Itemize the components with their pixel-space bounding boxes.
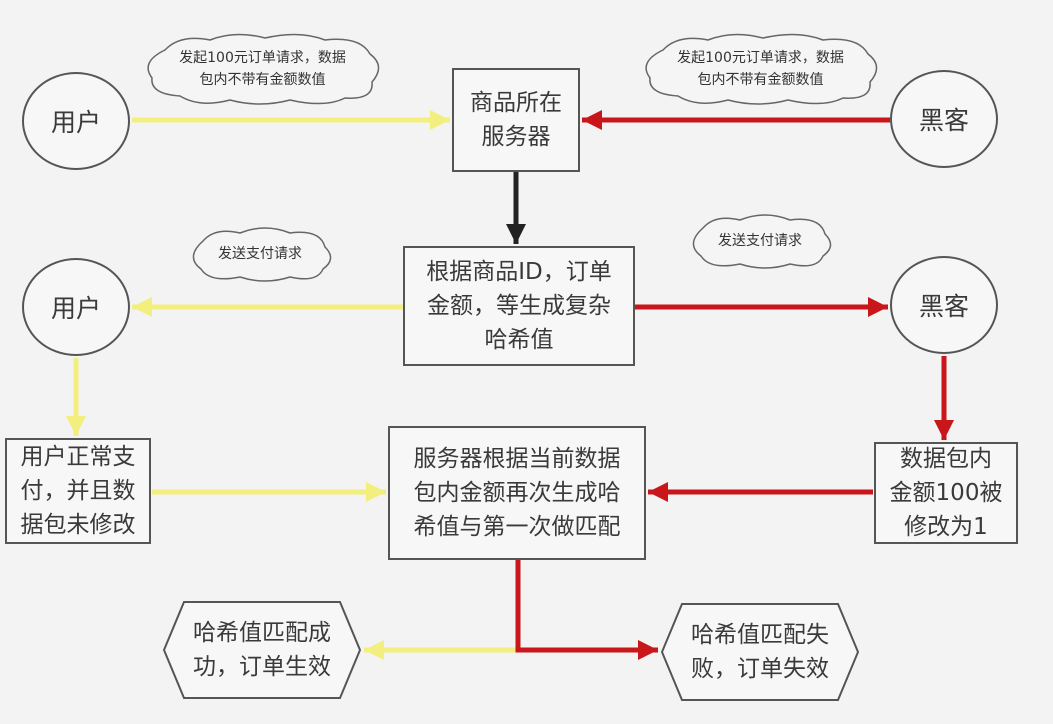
cloud-hacker-request: 发起100元订单请求，数据 包内不带有金额数值 (638, 32, 883, 106)
hacker-mid-label: 黑客 (918, 292, 969, 321)
arrow-hacker-to-modify (934, 356, 954, 440)
user-mid-label: 用户 (50, 294, 101, 323)
arrow-hacker-to-server (582, 110, 890, 130)
hacker-top-node: 黑客 (890, 70, 998, 168)
arrow-check-to-success-line (364, 560, 521, 653)
user-pay-label: 用户正常支 付，并且数 据包未修改 (20, 444, 136, 538)
hash-generation-box: 根据商品ID，订单 金额，等生成复杂 哈希值 (403, 246, 635, 366)
arrow-user-to-pay (66, 358, 86, 436)
hacker-modify-box: 数据包内 金额100被 修改为1 (874, 442, 1018, 544)
server-label: 商品所在 服务器 (470, 90, 562, 150)
arrow-hash-to-hacker (635, 297, 888, 317)
arrow-pay-to-check (152, 482, 386, 502)
fail-label: 哈希值匹配失 败，订单失效 (691, 622, 829, 682)
cloud-user-request: 发起100元订单请求，数据 包内不带有金额数值 (140, 32, 385, 106)
server-check-box: 服务器根据当前数据 包内金额再次生成哈 希值与第一次做匹配 (388, 426, 646, 560)
arrow-check-to-success (364, 560, 521, 660)
arrow-user-to-server-head (430, 110, 450, 130)
hash-generation-label: 根据商品ID，订单 金额，等生成复杂 哈希值 (426, 259, 612, 353)
user-top-node: 用户 (22, 72, 130, 170)
cloud-user-pay-request-text: 发送支付请求 (218, 246, 302, 262)
arrow-user-to-pay-head (66, 416, 86, 436)
hacker-mid-node: 黑客 (890, 256, 998, 354)
cloud-user-request-text: 发起100元订单请求，数据 包内不带有金额数值 (179, 50, 346, 88)
fail-hexagon: 哈希值匹配失 败，订单失效 (660, 602, 860, 702)
arrow-hash-to-user (132, 297, 403, 317)
arrow-check-to-fail-head (638, 640, 658, 660)
cloud-user-pay-request: 发送支付请求 (185, 225, 335, 283)
arrow-hash-to-user-head (132, 297, 152, 317)
success-label: 哈希值匹配成 功，订单生效 (193, 620, 331, 680)
arrow-check-to-fail-line (515, 560, 658, 653)
arrow-server-to-hash (506, 172, 526, 244)
arrow-pay-to-check-head (366, 482, 386, 502)
server-box: 商品所在 服务器 (452, 68, 580, 172)
arrow-hacker-to-modify-head (934, 420, 954, 440)
user-mid-node: 用户 (22, 258, 130, 356)
arrow-server-to-hash-head (506, 224, 526, 244)
server-check-label: 服务器根据当前数据 包内金额再次生成哈 希值与第一次做匹配 (413, 446, 621, 540)
user-top-label: 用户 (50, 108, 101, 137)
success-hexagon: 哈希值匹配成 功，订单生效 (162, 600, 362, 700)
cloud-hacker-request-text: 发起100元订单请求，数据 包内不带有金额数值 (677, 50, 844, 88)
arrow-modify-to-check-head (648, 482, 668, 502)
cloud-hacker-pay-request-text: 发送支付请求 (718, 233, 802, 249)
arrow-check-to-success-head (364, 640, 384, 660)
hacker-top-label: 黑客 (918, 106, 969, 135)
arrow-hash-to-hacker-head (868, 297, 888, 317)
cloud-hacker-pay-request: 发送支付请求 (685, 212, 835, 270)
arrow-user-to-server (132, 110, 450, 130)
hacker-modify-label: 数据包内 金额100被 修改为1 (889, 446, 1003, 540)
user-pay-box: 用户正常支 付，并且数 据包未修改 (5, 438, 151, 544)
arrow-modify-to-check (648, 482, 873, 502)
arrow-check-to-fail (515, 560, 658, 660)
arrow-hacker-to-server-head (582, 110, 602, 130)
